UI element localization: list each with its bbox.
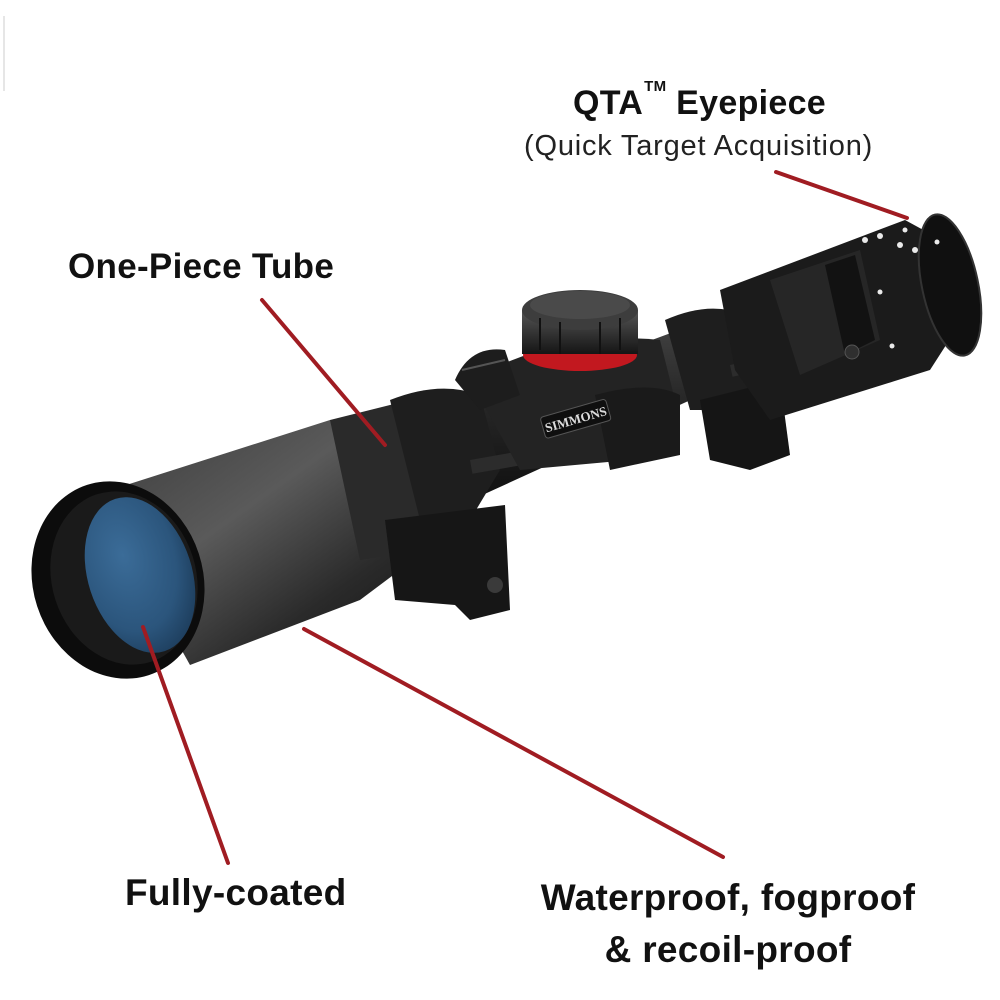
qta-eyepiece — [720, 213, 983, 420]
weatherproof-line-2: & recoil-proof — [604, 929, 852, 970]
tube-callout-label: One-Piece Tube — [68, 247, 335, 286]
objective-lens — [31, 481, 205, 679]
weatherproof-callout-label: Waterproof, fogproof & recoil-proof — [498, 872, 958, 976]
eyepiece-title-main: QTA — [573, 84, 644, 122]
callout-lines — [141, 170, 909, 865]
elevation-turret — [522, 290, 638, 371]
windage-turret — [455, 349, 520, 410]
callout-line-lens — [141, 625, 230, 865]
callout-line-tube — [260, 298, 387, 447]
eyepiece-callout-title: QTATM Eyepiece — [573, 78, 827, 123]
callout-line-eyepiece — [774, 170, 909, 220]
callout-line-weatherproof — [302, 627, 725, 859]
eyepiece-title-rest: Eyepiece — [666, 84, 827, 122]
lens-callout-label: Fully-coated — [125, 872, 347, 913]
trademark-mark: TM — [644, 78, 667, 95]
weatherproof-line-1: Waterproof, fogproof — [540, 877, 916, 918]
edge-artifact — [3, 16, 5, 91]
eyepiece-callout-subtitle: (Quick Target Acquisition) — [524, 130, 874, 162]
turret-saddle: SIMMONS — [470, 338, 680, 470]
front-ring-mount — [385, 388, 527, 620]
